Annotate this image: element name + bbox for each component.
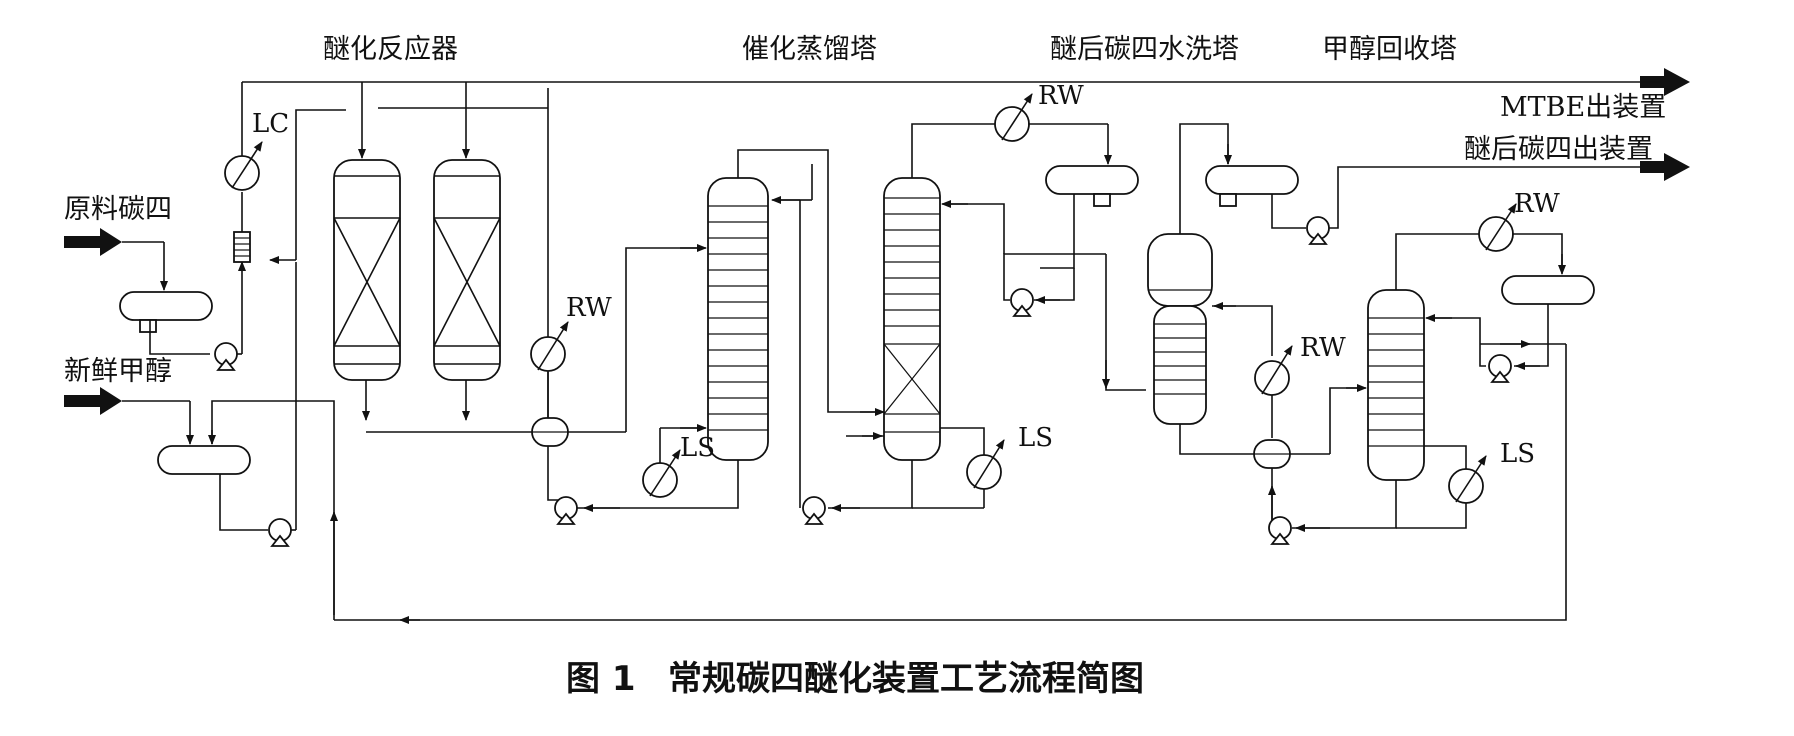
tag-lc: LC [252, 109, 289, 139]
ls-reboiler-3 [1448, 455, 1487, 504]
tag-rw-4: RW [1514, 189, 1560, 219]
tag-rw-3: RW [1300, 333, 1346, 363]
label-distillation: 催化蒸馏塔 [742, 34, 877, 65]
etherification-reactor-2 [433, 159, 501, 381]
label-feed-c4: 原料碳四 [64, 194, 172, 225]
label-mtbe-out: MTBE出装置 [1500, 92, 1666, 123]
rw-cooler-3 [1254, 345, 1293, 396]
column-1-bottom-pump [554, 496, 578, 525]
methanol-recovery-column [1367, 289, 1425, 481]
feed-c4-drum [119, 291, 213, 321]
reflux-drum-2 [1205, 165, 1299, 195]
lc-control-valve [224, 141, 263, 191]
etherification-reactor-1 [333, 159, 401, 381]
column-2-bottom-pump [802, 496, 826, 525]
rw-cooler-4 [1478, 203, 1517, 252]
reflux-pump-1 [1010, 288, 1034, 317]
feed-c4-pump [214, 342, 238, 371]
fresh-methanol-inlet-arrow [64, 387, 122, 415]
tag-ls-2: LS [1018, 423, 1053, 453]
catalytic-distillation-column [707, 177, 769, 461]
tag-ls-1: LS [680, 433, 715, 463]
ls-reboiler-1 [642, 449, 681, 498]
ls-reboiler-2 [966, 439, 1005, 490]
label-c4-out: 醚后碳四出装置 [1464, 134, 1653, 165]
rw-cooler-1 [530, 321, 569, 372]
tag-rw-1: RW [566, 293, 612, 323]
c4-outlet-arrow [1640, 153, 1690, 181]
figure-number: 图 1 [566, 659, 636, 699]
interstage-exchanger [1253, 439, 1291, 469]
filter-element [233, 231, 251, 263]
feed-preheater [531, 417, 569, 447]
label-wash-tower: 醚后碳四水洗塔 [1050, 34, 1239, 65]
fresh-methanol-pump [268, 518, 292, 547]
tag-ls-3: LS [1500, 439, 1535, 469]
methanol-recovery-bottom-pump [1268, 516, 1292, 545]
figure-title: 常规碳四醚化装置工艺流程简图 [668, 659, 1144, 699]
tag-rw-2: RW [1038, 81, 1084, 111]
catalytic-column-2 [883, 177, 941, 461]
c4-product-pump [1306, 216, 1330, 245]
water-wash-tower [1147, 233, 1213, 425]
rw-cooler-2 [994, 93, 1033, 142]
label-fresh-methanol: 新鲜甲醇 [64, 356, 172, 387]
reflux-pump-3 [1488, 354, 1512, 383]
reflux-drum-3 [1501, 275, 1595, 305]
feed-c4-inlet-arrow [64, 228, 122, 256]
label-reactor: 醚化反应器 [323, 34, 458, 65]
label-methanol-recovery: 甲醇回收塔 [1322, 34, 1457, 65]
fresh-methanol-drum [157, 445, 251, 475]
reflux-drum-1 [1045, 165, 1139, 195]
